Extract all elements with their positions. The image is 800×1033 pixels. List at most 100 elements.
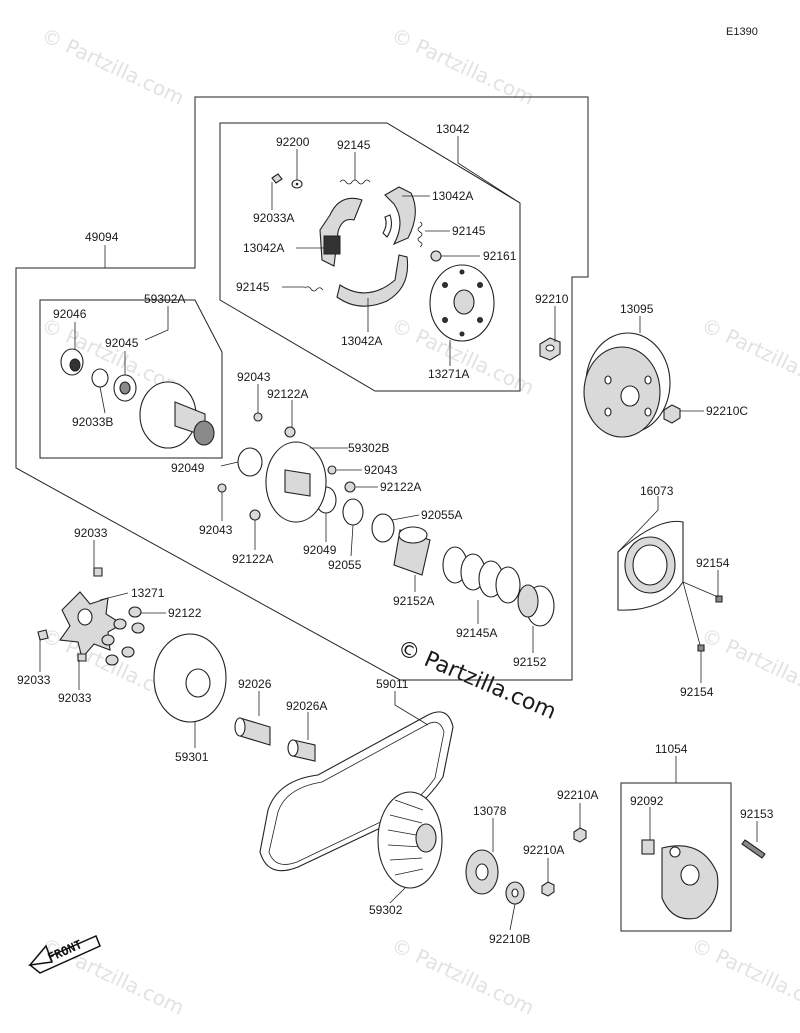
spacer-92092 — [641, 839, 655, 855]
bolt-92154 — [715, 595, 723, 603]
label-92210A: 92210A — [523, 843, 564, 857]
label-92153: 92153 — [740, 807, 774, 821]
roller-92122A — [344, 481, 356, 493]
label-92210B: 92210B — [489, 932, 530, 946]
bushing-92161 — [430, 250, 442, 262]
label-92033: 92033 — [58, 691, 92, 705]
label-92145: 92145 — [236, 280, 270, 294]
bushing-92026A — [287, 739, 316, 762]
nut-92210 — [539, 337, 561, 361]
pulley-59302A — [139, 381, 215, 449]
label-92033B: 92033B — [72, 415, 113, 429]
pin-92043 — [327, 465, 337, 475]
pin-92043 — [217, 483, 227, 493]
label-13078: 13078 — [473, 804, 507, 818]
label-92049: 92049 — [171, 461, 205, 475]
clutch-shoe-13042A-bottom — [336, 254, 409, 307]
clip-92033 — [93, 567, 103, 577]
label-59302B: 59302B — [348, 441, 389, 455]
plate-13078 — [465, 849, 499, 895]
part-labels: 13042 92200 92145 13042A 92033A 13042A 9… — [17, 122, 774, 946]
circlip-92033B — [91, 368, 109, 388]
nut-92210A — [541, 881, 555, 897]
label-92154: 92154 — [680, 685, 714, 699]
pin-92043 — [253, 412, 263, 422]
label-92122: 92122 — [168, 606, 202, 620]
label-13042A: 13042A — [432, 189, 473, 203]
clutch-shoe-13042A-right — [382, 186, 416, 246]
bolt-92154 — [697, 644, 705, 652]
nut-92210B — [505, 881, 525, 905]
assembly-outline-13042 — [219, 122, 521, 392]
bolt-92153 — [741, 839, 766, 859]
nut-92210A — [573, 827, 587, 843]
label-92152: 92152 — [513, 655, 547, 669]
label-92055A: 92055A — [421, 508, 462, 522]
label-92026: 92026 — [238, 677, 272, 691]
label-92049: 92049 — [303, 543, 337, 557]
label-13271A: 13271A — [428, 367, 469, 381]
label-92043: 92043 — [364, 463, 398, 477]
cover-16073 — [617, 520, 684, 611]
label-92033: 92033 — [17, 673, 51, 687]
label-92055: 92055 — [328, 558, 362, 572]
label-92210C: 92210C — [706, 404, 748, 418]
bearing-92045 — [113, 374, 137, 402]
clutch-shoe-13042A-left — [319, 197, 363, 267]
label-13042A: 13042A — [341, 334, 382, 348]
spring-92145 — [339, 179, 371, 185]
seal-ring-92055 — [342, 498, 364, 526]
label-13042A: 13042A — [243, 241, 284, 255]
assembly-outline-59302A — [39, 299, 223, 459]
collar-92152 — [517, 584, 555, 627]
label-92200: 92200 — [276, 135, 310, 149]
label-59011: 59011 — [376, 677, 409, 691]
spring-92145A — [442, 546, 521, 604]
bracket-11054 — [661, 845, 719, 920]
label-92145: 92145 — [452, 224, 486, 238]
clip-92033 — [77, 653, 87, 662]
label-92122A: 92122A — [232, 552, 273, 566]
bearing-92046 — [60, 348, 84, 376]
label-92046: 92046 — [53, 307, 87, 321]
label-92033: 92033 — [74, 526, 108, 540]
label-92145A: 92145A — [456, 626, 497, 640]
washer-92200 — [291, 179, 303, 189]
label-92026A: 92026A — [286, 699, 327, 713]
clutch-housing-13095 — [583, 332, 671, 438]
oil-seal-92049 — [237, 447, 263, 477]
label-92154: 92154 — [696, 556, 730, 570]
pulley-59302B — [265, 441, 327, 523]
label-92033A: 92033A — [253, 211, 294, 225]
label-92045: 92045 — [105, 336, 139, 350]
clip-92033A — [271, 173, 283, 184]
label-13042: 13042 — [436, 122, 470, 136]
label-59302A: 59302A — [144, 292, 185, 306]
drive-belt-59011 — [259, 711, 454, 872]
label-59301: 59301 — [175, 750, 209, 764]
pulley-59301 — [153, 633, 227, 723]
label-11054: 11054 — [655, 742, 688, 756]
label-92043: 92043 — [237, 370, 271, 384]
clutch-plate-13271A — [429, 264, 495, 342]
label-92210A: 92210A — [557, 788, 598, 802]
label-92092: 92092 — [630, 794, 664, 808]
label-92210: 92210 — [535, 292, 569, 306]
watermark-text: © Partzilla.com — [698, 313, 800, 400]
label-16073: 16073 — [640, 484, 674, 498]
label-92122A: 92122A — [380, 480, 421, 494]
label-92161: 92161 — [483, 249, 517, 263]
roller-92122A — [249, 509, 261, 521]
rollers-92122 — [101, 606, 145, 666]
label-13095: 13095 — [620, 302, 654, 316]
roller-92122A — [284, 426, 296, 438]
label-92122A: 92122A — [267, 387, 308, 401]
label-92152A: 92152A — [393, 594, 434, 608]
collar-92026 — [234, 717, 271, 746]
collar-92152A — [393, 526, 431, 576]
label-49094: 49094 — [85, 230, 119, 244]
fan-pulley-59302 — [377, 791, 443, 889]
clip-92033 — [37, 629, 49, 641]
diagram-code: E1390 — [726, 26, 758, 38]
